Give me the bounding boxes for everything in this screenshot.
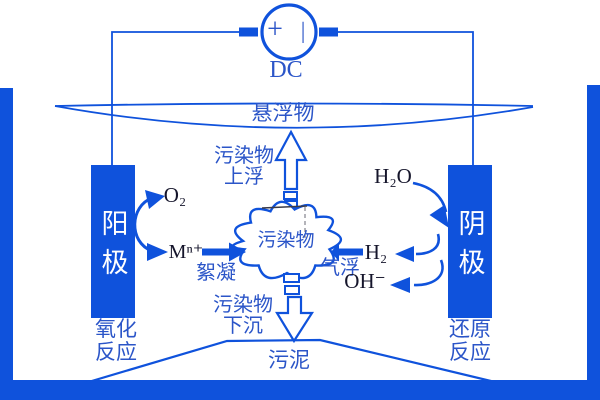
anode-label: 阳极 [97,209,128,287]
flocculation-arrow [202,242,246,262]
metal-ion-label: Mⁿ⁺ [168,241,204,263]
circuit-wire-left [111,31,239,166]
reduction-reaction-label: 还原 反应 [449,318,491,364]
tank-right-wall [587,85,600,400]
anode-products-arc [133,196,153,253]
oxygen-arrowhead [145,190,165,209]
cathode-to-hydrogen-arc [415,233,441,256]
sludge-mound [84,338,496,385]
flocculation-label: 絮凝 [196,262,236,284]
dc-source-circle [260,3,318,61]
dc-terminal-left [239,27,258,37]
float-arrow-segment-1 [283,191,298,200]
pollutant-cloud-label: 污染物 [257,230,315,251]
air-flotation-label: 气浮 [320,257,360,279]
cathode-label: 阴极 [454,209,485,287]
oxygen-label: O₂ [163,183,187,207]
sink-down-arrow [275,295,315,344]
pollutant-cloud-outline [231,200,343,280]
water-arrowhead [429,205,449,228]
circuit-wire-right [338,31,474,166]
dc-source-label: DC [269,57,303,83]
suspended-matter-label: 悬浮物 [251,102,315,125]
dc-plus-terminal-label: + [267,14,283,45]
sink-arrow-segment-1 [283,273,300,283]
tank-bottom [0,380,600,400]
anode-plate [91,165,135,318]
hydrogen-label: H₂ [364,240,388,264]
hydroxide-label: OH⁻ [344,269,386,293]
water-surface-bottom-curve [54,105,534,129]
pollutant-sink-label: 污染物 下沉 [213,294,273,337]
dc-terminal-right [319,27,338,37]
tank-left-wall [0,88,13,400]
cathode-plate [448,165,492,318]
hydrogen-to-cloud-arrow [331,242,363,262]
water-surface-top-line [54,102,534,107]
metal-ion-arrowhead [147,243,168,261]
dc-minus-terminal-label: | [300,18,306,43]
hydrogen-arrowhead [395,246,414,262]
float-up-arrow [274,129,308,191]
water-label: H₂O [374,164,412,188]
oxidation-reaction-label: 氧化 反应 [95,318,137,364]
sink-arrow-segment-2 [284,285,300,295]
sludge-label: 污泥 [268,349,310,372]
cloud-top-edge [261,205,308,209]
cathode-to-hydroxide-arc [413,259,444,287]
hydroxide-arrowhead [390,277,410,293]
pollutant-float-label: 污染物 上浮 [214,145,274,188]
